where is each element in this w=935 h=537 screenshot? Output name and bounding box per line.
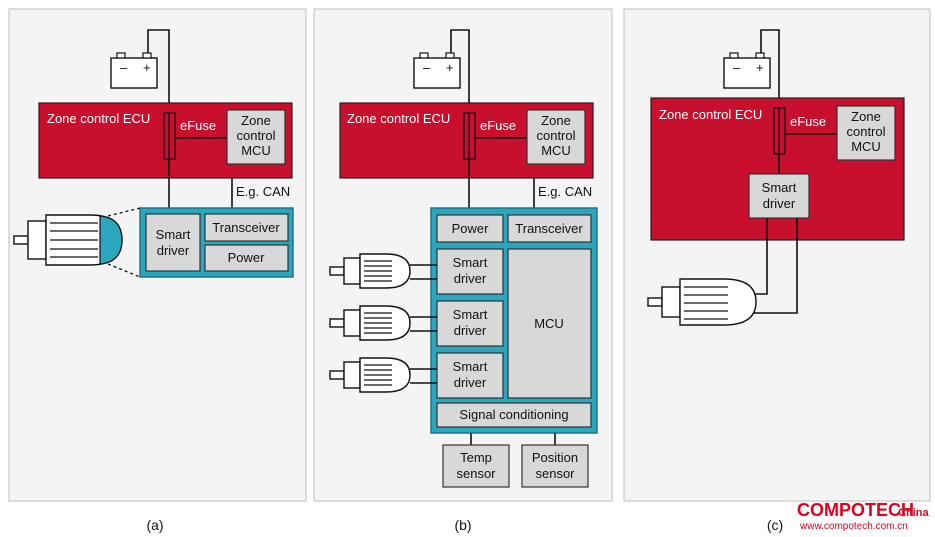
battery-minus-label: – [733,60,741,75]
smart-driver-b3-line1: Smart [453,359,488,374]
zone-mcu-line3-c: MCU [851,139,881,154]
signal-conditioning-b [436,402,592,428]
zone-mcu-a [226,109,286,165]
battery-plus-label: + [446,60,454,75]
smart-driver-c [748,173,810,219]
transceiver-label-a: Transceiver [212,220,280,235]
transceiver-a [204,213,289,242]
panel-b: – + Zone control ECU eFuse Zone control … [313,8,613,533]
caption-c: (c) [767,517,783,533]
zone-mcu-line1-a: Zone [241,113,271,128]
smart-driver-b2-line2: driver [454,323,487,338]
battery-minus-label: – [423,60,431,75]
efuse-label-a: eFuse [180,118,216,133]
smart-driver-b3 [436,352,504,399]
battery-wire-c [760,29,780,98]
smart-driver-b1-line2: driver [454,271,487,286]
position-sensor-line2: sensor [535,466,575,481]
smart-driver-a [145,213,201,272]
power-label-b: Power [452,221,490,236]
zone-mcu-line2-a: control [236,128,275,143]
caption-a: (a) [146,517,163,533]
watermark-logo: COMPOTECH China www.compotech.com.cn [797,500,929,532]
smart-driver-b3-line2: driver [454,375,487,390]
battery-wire-b [450,29,470,103]
zone-ecu-label-b: Zone control ECU [347,111,450,126]
power-a [204,244,289,272]
battery-plus-label: + [756,60,764,75]
can-label-b: E.g. CAN [538,184,592,199]
zone-mcu-line2-b: control [536,128,575,143]
smart-driver-line1-a: Smart [156,227,191,242]
battery-b: – + [413,52,461,89]
transceiver-b [507,214,592,243]
power-label-a: Power [228,250,266,265]
smart-driver-b1 [436,248,504,295]
can-label-a: E.g. CAN [236,184,290,199]
temp-sensor-line2: sensor [456,466,496,481]
battery-wire-a [147,29,170,103]
zone-mcu-line1-b: Zone [541,113,571,128]
motor-wire-c2 [745,218,798,314]
watermark-url: www.compotech.com.cn [799,521,908,532]
efuse-label-c: eFuse [790,114,826,129]
position-sensor-b [521,444,589,488]
smart-driver-line1-c: Smart [762,180,797,195]
battery-c: – + [723,52,771,89]
power-b [436,214,504,243]
battery-a: – + [110,52,158,89]
efuse-label-b: eFuse [480,118,516,133]
smart-driver-line2-a: driver [157,243,190,258]
motor-c [647,278,757,326]
position-sensor-line1: Position [532,450,578,465]
watermark-suffix: China [898,507,929,519]
battery-plus-label: + [143,60,151,75]
zone-mcu-line3-b: MCU [541,143,571,158]
caption-b: (b) [454,517,471,533]
zone-mcu-b [526,109,586,165]
smart-driver-line2-c: driver [763,196,796,211]
smart-driver-b1-line1: Smart [453,255,488,270]
zone-mcu-line3-a: MCU [241,143,271,158]
transceiver-label-b: Transceiver [515,221,583,236]
zone-mcu-c [836,105,896,161]
mcu-label-b: MCU [534,316,564,331]
battery-minus-label: – [120,60,128,75]
zone-ecu-label-a: Zone control ECU [47,111,150,126]
signal-conditioning-label-b: Signal conditioning [459,407,568,422]
smart-driver-b2 [436,300,504,347]
watermark-brand: COMPOTECH [797,500,914,520]
mcu-b [507,248,592,399]
motor-a [13,214,123,266]
temp-sensor-line1: Temp [460,450,492,465]
zone-mcu-line2-c: control [846,124,885,139]
panel-c-frame [623,8,931,502]
smart-driver-b2-line1: Smart [453,307,488,322]
panel-c: – + Zone control ECU eFuse Zone control … [623,8,931,533]
panel-a: – + Zone control ECU eFuse Zone control … [8,8,307,533]
zone-mcu-line1-c: Zone [851,109,881,124]
temp-sensor-b [442,444,510,488]
zone-ecu-label-c: Zone control ECU [659,107,762,122]
